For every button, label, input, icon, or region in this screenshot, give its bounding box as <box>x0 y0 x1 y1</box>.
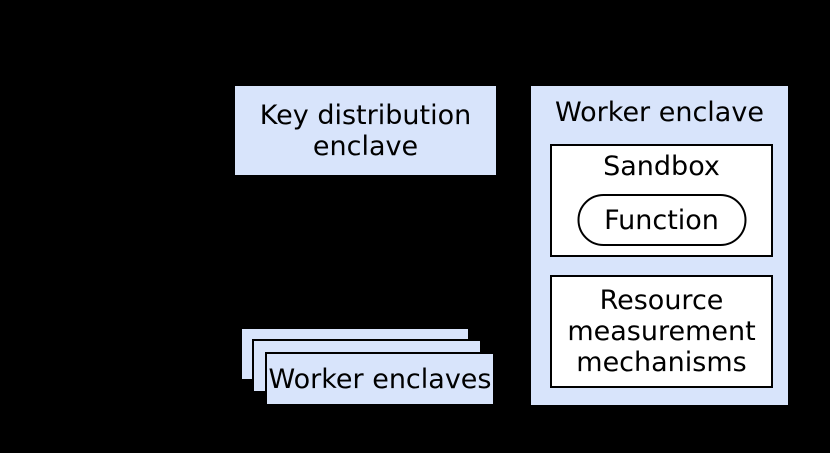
function-node: Function <box>577 194 746 246</box>
worker-enclave-node: Worker enclave Sandbox Function Resource… <box>529 84 790 407</box>
worker-enclaves-stack-label: Worker enclaves <box>268 363 492 395</box>
worker-enclaves-stack-node: Worker enclaves <box>265 352 495 406</box>
key-distribution-enclave-label: Key distribution enclave <box>259 99 472 162</box>
key-distribution-enclave-node: Key distribution enclave <box>233 84 498 177</box>
resource-measurement-label: Resource measurement mechanisms <box>567 285 756 378</box>
resource-measurement-node: Resource measurement mechanisms <box>550 275 773 388</box>
function-label: Function <box>604 204 719 236</box>
sandbox-title: Sandbox <box>603 151 720 182</box>
sandbox-node: Sandbox Function <box>550 144 773 257</box>
worker-enclave-title: Worker enclave <box>555 97 764 128</box>
